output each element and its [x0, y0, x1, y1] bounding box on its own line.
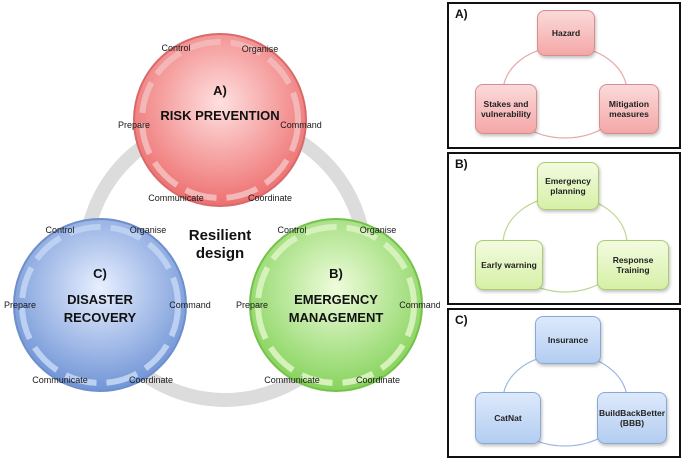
b-step-control: Control	[277, 225, 306, 235]
b-step-communicate: Communicate	[264, 375, 320, 385]
panel-b: B) Emergency planning Early warning Resp…	[447, 152, 681, 305]
a-step-organise: Organise	[242, 44, 279, 54]
node-buildbackbetter: BuildBackBetter (BBB)	[597, 392, 667, 444]
panel-b-label: B)	[455, 157, 468, 171]
circle-risk-prevention: A) RISK PREVENTION Control Organise Comm…	[118, 33, 322, 207]
circle-emergency-management: B) EMERGENCY MANAGEMENT Control Organise…	[236, 218, 440, 392]
c-step-organise: Organise	[130, 225, 167, 235]
panel-a-label: A)	[455, 7, 468, 21]
a-step-command: Command	[280, 120, 322, 130]
a-step-prepare: Prepare	[118, 120, 150, 130]
panel-a: A) Hazard Stakes and vulnerability Mitig…	[447, 2, 681, 149]
center-label-2: design	[196, 245, 244, 262]
c-step-communicate: Communicate	[32, 375, 88, 385]
c-step-coordinate: Coordinate	[129, 375, 173, 385]
circle-c-letter: C)	[93, 266, 107, 281]
circle-a-title: RISK PREVENTION	[160, 108, 279, 123]
b-step-organise: Organise	[360, 225, 397, 235]
center-label-1: Resilient	[189, 227, 252, 244]
node-catnat: CatNat	[475, 392, 541, 444]
cycle-arrows-c	[19, 224, 181, 386]
b-step-prepare: Prepare	[236, 300, 268, 310]
circle-b-letter: B)	[329, 266, 343, 281]
b-step-coordinate: Coordinate	[356, 375, 400, 385]
a-step-communicate: Communicate	[148, 193, 204, 203]
a-step-control: Control	[161, 43, 190, 53]
node-stakes-vulnerability: Stakes and vulnerability	[475, 84, 537, 134]
node-mitigation-measures: Mitigation measures	[599, 84, 659, 134]
circle-b-title-1: EMERGENCY	[294, 292, 378, 307]
c-step-command: Command	[169, 300, 211, 310]
circle-b-title-2: MANAGEMENT	[289, 310, 384, 325]
circle-c-title-1: DISASTER	[67, 292, 133, 307]
cycle-arrows-a	[139, 39, 301, 201]
circle-c-title-2: RECOVERY	[64, 310, 137, 325]
c-step-control: Control	[45, 225, 74, 235]
node-emergency-planning: Emergency planning	[537, 162, 599, 210]
c-step-prepare: Prepare	[4, 300, 36, 310]
resilience-cycle-diagram: A) RISK PREVENTION Control Organise Comm…	[4, 33, 440, 407]
node-early-warning: Early warning	[475, 240, 543, 290]
b-step-command: Command	[399, 300, 440, 310]
circle-disaster-recovery: C) DISASTER RECOVERY Control Organise Co…	[4, 218, 211, 392]
node-insurance: Insurance	[535, 316, 601, 364]
node-response-training: Response Training	[597, 240, 669, 290]
panel-c: C) Insurance CatNat BuildBackBetter (BBB…	[447, 308, 681, 458]
a-step-coordinate: Coordinate	[248, 193, 292, 203]
panel-c-label: C)	[455, 313, 468, 327]
cycle-arrows-b	[255, 224, 417, 386]
node-hazard: Hazard	[537, 10, 595, 56]
circle-a-letter: A)	[213, 83, 227, 98]
